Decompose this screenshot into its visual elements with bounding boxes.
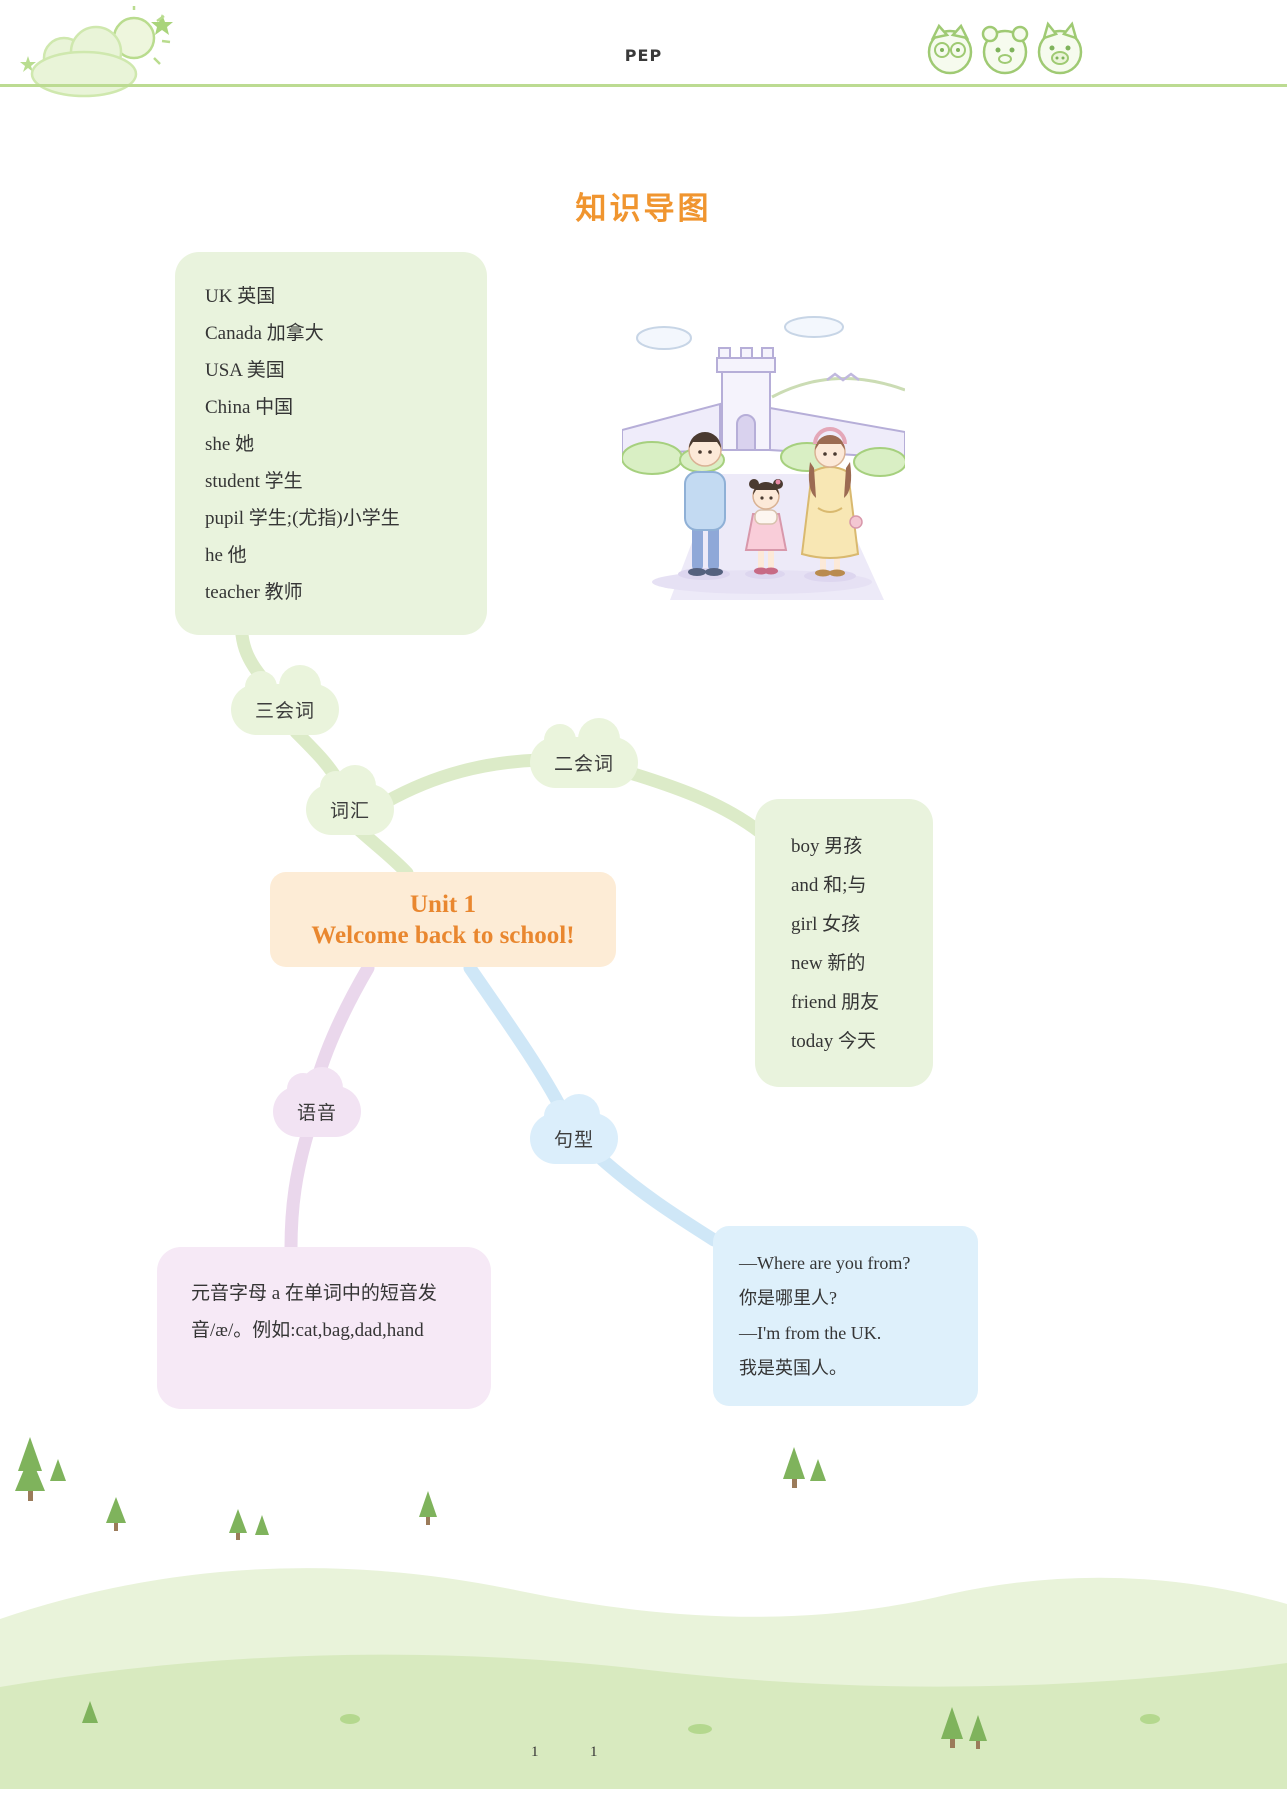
brand-text: PEP	[624, 46, 663, 65]
phonics-box: 元音字母 a 在单词中的短音发音/æ/。例如:cat,bag,dad,hand	[157, 1247, 491, 1409]
footer-landscape	[0, 1419, 1287, 1793]
word-item: student 学生	[205, 471, 303, 492]
word-item: Canada 加拿大	[205, 323, 324, 344]
animal-mascots-icon	[927, 21, 1083, 75]
sentence-line: 我是英国人。	[739, 1358, 847, 1378]
word-item: boy 男孩	[791, 836, 863, 857]
mascot-icons	[920, 18, 1090, 84]
page-number-right: 1	[590, 1744, 598, 1760]
cloud-node-vocab: 词汇	[306, 765, 395, 835]
sentence-box: —Where are you from? 你是哪里人? —I'm from th…	[713, 1226, 978, 1406]
connector-center-sentence	[463, 961, 569, 1117]
connector-sentence-box	[589, 1147, 721, 1247]
connector-vocab-twowords	[379, 753, 547, 809]
cloud-node-phonics: 语音	[273, 1067, 362, 1137]
unit-title-line1: Unit 1	[410, 890, 476, 918]
three-words-box: UK 英国 Canada 加拿大 USA 美国 China 中国 she 她 s…	[175, 252, 487, 635]
hills-trees-icon	[0, 1437, 1287, 1789]
cloud-label: 三会词	[255, 700, 316, 722]
phonics-text: 元音字母 a 在单词中的短音发音/æ/。例如:cat,bag,dad,hand	[191, 1283, 437, 1341]
word-item: UK 英国	[205, 286, 276, 307]
word-item: friend 朋友	[791, 992, 880, 1013]
cloud-label: 二会词	[554, 753, 615, 775]
word-item: pupil 学生;(尤指)小学生	[205, 508, 400, 529]
word-item: teacher 教师	[205, 582, 303, 603]
two-words-box: boy 男孩 and 和;与 girl 女孩 new 新的 friend 朋友 …	[755, 799, 933, 1087]
connector-phonics-box	[284, 1125, 315, 1255]
page-number-left: 1	[531, 1744, 539, 1760]
cloud-label: 语音	[297, 1102, 338, 1124]
word-item: today 今天	[791, 1031, 876, 1052]
connector-twowords-box	[620, 765, 767, 839]
cloud-label: 词汇	[330, 800, 371, 822]
word-item: new 新的	[791, 953, 866, 974]
word-item: he 他	[205, 545, 247, 566]
sentence-line: 你是哪里人?	[739, 1288, 837, 1308]
unit-title-box: Unit 1 Welcome back to school!	[270, 872, 616, 967]
cloud-node-sentence: 句型	[530, 1094, 619, 1164]
header-divider	[0, 84, 1287, 87]
unit-title-line2: Welcome back to school!	[311, 921, 575, 949]
sentence-line: —I'm from the UK.	[739, 1323, 882, 1343]
word-item: girl 女孩	[791, 914, 861, 935]
word-item: China 中国	[205, 397, 294, 418]
family-greatwall-icon	[621, 316, 907, 600]
word-item: she 她	[205, 434, 255, 455]
cloud-label: 句型	[554, 1129, 595, 1151]
family-greatwall-illustration	[621, 312, 907, 604]
cloud-node-three-words: 三会词	[231, 665, 340, 735]
word-item: and 和;与	[791, 875, 867, 896]
cloud-node-two-words: 二会词	[530, 718, 639, 788]
word-item: USA 美国	[205, 360, 285, 381]
sentence-line: —Where are you from?	[739, 1253, 911, 1273]
page-title: 知识导图	[575, 191, 712, 227]
